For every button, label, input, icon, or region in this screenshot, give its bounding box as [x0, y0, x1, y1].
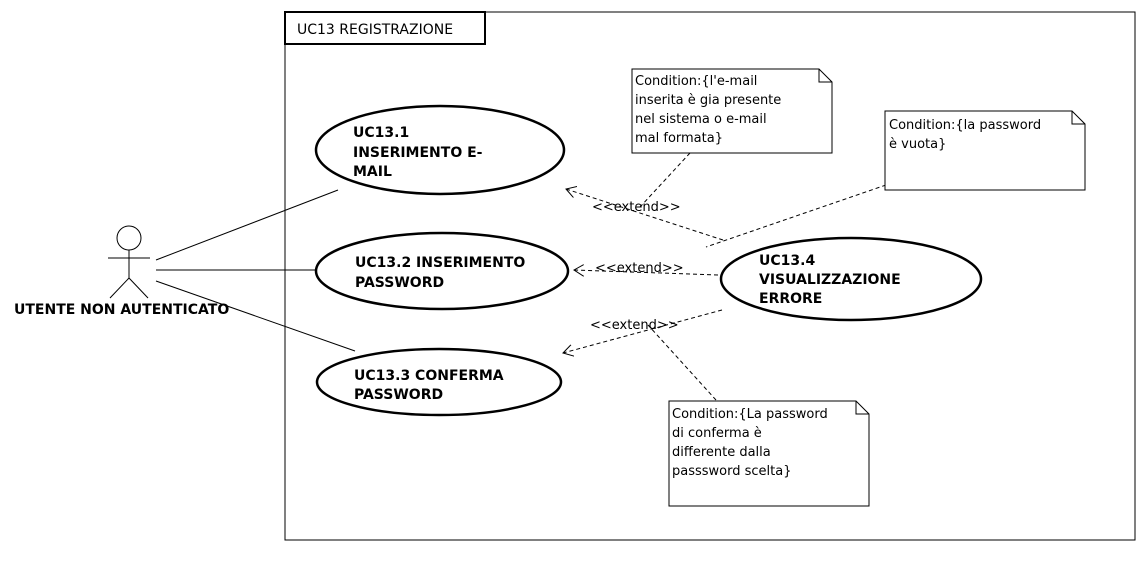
use-case-uc13-3-label: UC13.3 CONFERMA PASSWORD — [354, 368, 509, 403]
note-password-text: Condition:{la password è vuota} — [889, 118, 1045, 152]
note-password[interactable]: Condition:{la password è vuota} — [884, 110, 1086, 191]
system-title-box — [284, 11, 486, 45]
extend-label-1: <<extend>> — [592, 200, 681, 215]
extend-label-3: <<extend>> — [590, 318, 679, 333]
note-confirm-text: Condition:{La password di conferma è dif… — [672, 407, 832, 479]
actor-label: UTENTE NON AUTENTICATO — [14, 302, 229, 318]
use-case-uc13-3[interactable]: UC13.3 CONFERMA PASSWORD — [315, 347, 563, 417]
note-email-text: Condition:{l'e-mail inserita è gia prese… — [635, 74, 785, 146]
extend-uc13-4-to-uc13-2 — [574, 270, 719, 275]
note-connector-email — [639, 152, 691, 208]
use-case-uc13-4[interactable]: UC13.4 VISUALIZZAZIONE ERRORE — [719, 236, 983, 322]
note-email[interactable]: Condition:{l'e-mail inserita è gia prese… — [631, 68, 833, 154]
use-case-uc13-2[interactable]: UC13.2 INSERIMENTO PASSWORD — [314, 231, 570, 311]
system-boundary — [284, 11, 1136, 541]
association-uc13-1 — [155, 189, 339, 261]
system-title: UC13 REGISTRAZIONE — [297, 22, 453, 38]
use-case-uc13-2-label: UC13.2 INSERIMENTO PASSWORD — [355, 255, 530, 291]
actor-icon[interactable] — [108, 225, 150, 299]
note-confirm[interactable]: Condition:{La password di conferma è dif… — [668, 400, 870, 507]
note-connector-confirm — [647, 324, 717, 401]
use-case-uc13-1[interactable]: UC13.1 INSERIMENTO E- MAIL — [314, 104, 566, 196]
use-case-uc13-4-label: UC13.4 VISUALIZZAZIONE ERRORE — [759, 253, 906, 307]
note-connector-password — [705, 184, 887, 248]
association-uc13-3 — [155, 280, 356, 352]
use-case-uc13-1-label: UC13.1 INSERIMENTO E- MAIL — [353, 125, 487, 180]
extend-label-2: <<extend>> — [595, 261, 684, 276]
